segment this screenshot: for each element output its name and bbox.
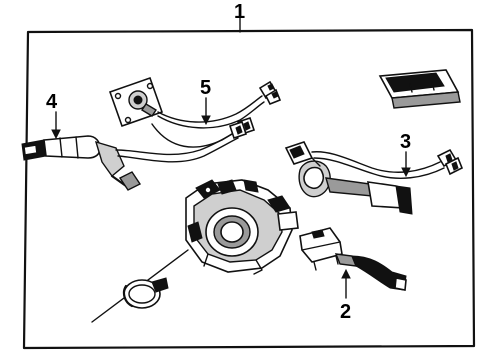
combination-switch-housing-icon (91, 179, 299, 323)
callout-4: 4 (46, 91, 58, 113)
callout-1: 1 (234, 1, 245, 23)
turn-signal-switch-icon (284, 141, 464, 215)
assembly-frame (22, 17, 476, 350)
wiper-switch-lever-icon (299, 227, 407, 291)
switch-module-icon (378, 69, 461, 109)
callout-4-arrow-icon (51, 111, 61, 140)
cruise-control-switch-icon (108, 76, 282, 148)
callout-2-arrow-icon (341, 268, 351, 299)
callout-2: 2 (340, 301, 351, 323)
callout-5: 5 (200, 77, 211, 99)
callout-5-arrow-icon (201, 97, 211, 126)
callout-3: 3 (400, 131, 411, 153)
hose-clamp-icon (122, 277, 169, 309)
headlamp-switch-lever-icon (21, 120, 248, 191)
